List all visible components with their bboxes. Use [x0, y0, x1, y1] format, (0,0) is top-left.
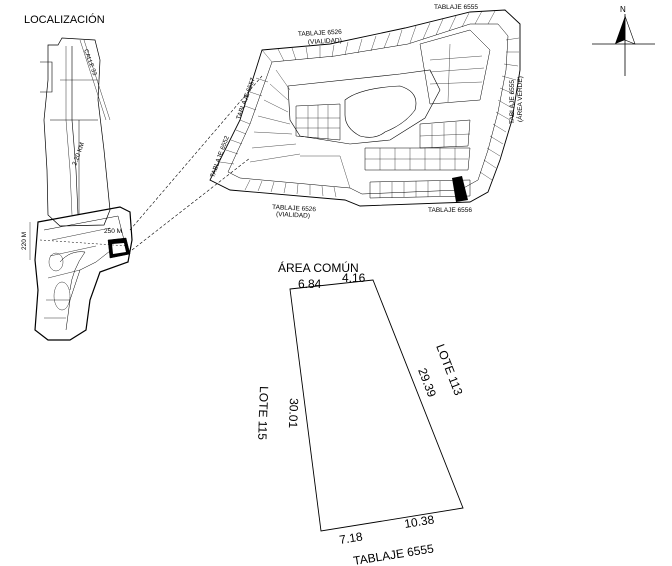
bottom-right-dim: 10.38: [403, 512, 435, 531]
left-dim: 30.01: [286, 398, 301, 429]
tablaje-6526-bottom-line1: TABLAJE 6526: [272, 204, 317, 213]
north-label: N: [620, 5, 626, 14]
tablaje-6556: TABLAJE 6556: [428, 207, 472, 214]
tablaje-6526-top-line1: TABLAJE 6526: [298, 29, 343, 38]
bottom-neighbor-label: TABLAJE 6555: [352, 541, 435, 566]
development-outline: [34, 206, 133, 341]
bottom-left-dim: 7.18: [338, 529, 364, 547]
highlighted-lot: [452, 176, 468, 202]
right-dim: 29.39: [415, 366, 439, 399]
lot-detail: ÁREA COMÚN 6.84 4.16 LOTE 115 30.01 LOTE…: [255, 260, 466, 566]
subdivision-plan: TABLAJE 6526 (VIALIDAD) TABLAJE 6555 TAB…: [209, 4, 524, 220]
tablaje-6555-area-verde-line2: (ÁREA VERDE): [515, 76, 524, 122]
distance-long-label: 2.20 KM: [71, 142, 86, 167]
distance-250-label: 250 M: [104, 228, 122, 235]
distance-short-label: 220 M: [21, 232, 28, 250]
location-map: LOCALIZACIÓN CALLE 33 2.20 KM 220 M 250 …: [21, 13, 263, 341]
street-label: CALLE 33: [82, 49, 97, 77]
subdivision-outline: [209, 9, 521, 207]
tablaje-6555-area-verde-line1: TABLAJE 6555: [509, 80, 516, 124]
top-left-dim: 6.84: [298, 277, 322, 291]
top-neighbor-label: ÁREA COMÚN: [278, 260, 359, 275]
lot-outline: [289, 279, 464, 532]
north-arrow-icon: N: [592, 5, 655, 76]
location-title: LOCALIZACIÓN: [24, 13, 105, 26]
top-right-dim: 4.16: [342, 271, 366, 285]
location-outline: [43, 37, 111, 227]
left-neighbor-label: LOTE 115: [255, 386, 271, 441]
tablaje-6526-bottom-line2: (VIALIDAD): [276, 211, 310, 220]
tablaje-6555-top: TABLAJE 6555: [434, 4, 478, 11]
tablaje-6526-top-line2: (VIALIDAD): [308, 37, 342, 46]
